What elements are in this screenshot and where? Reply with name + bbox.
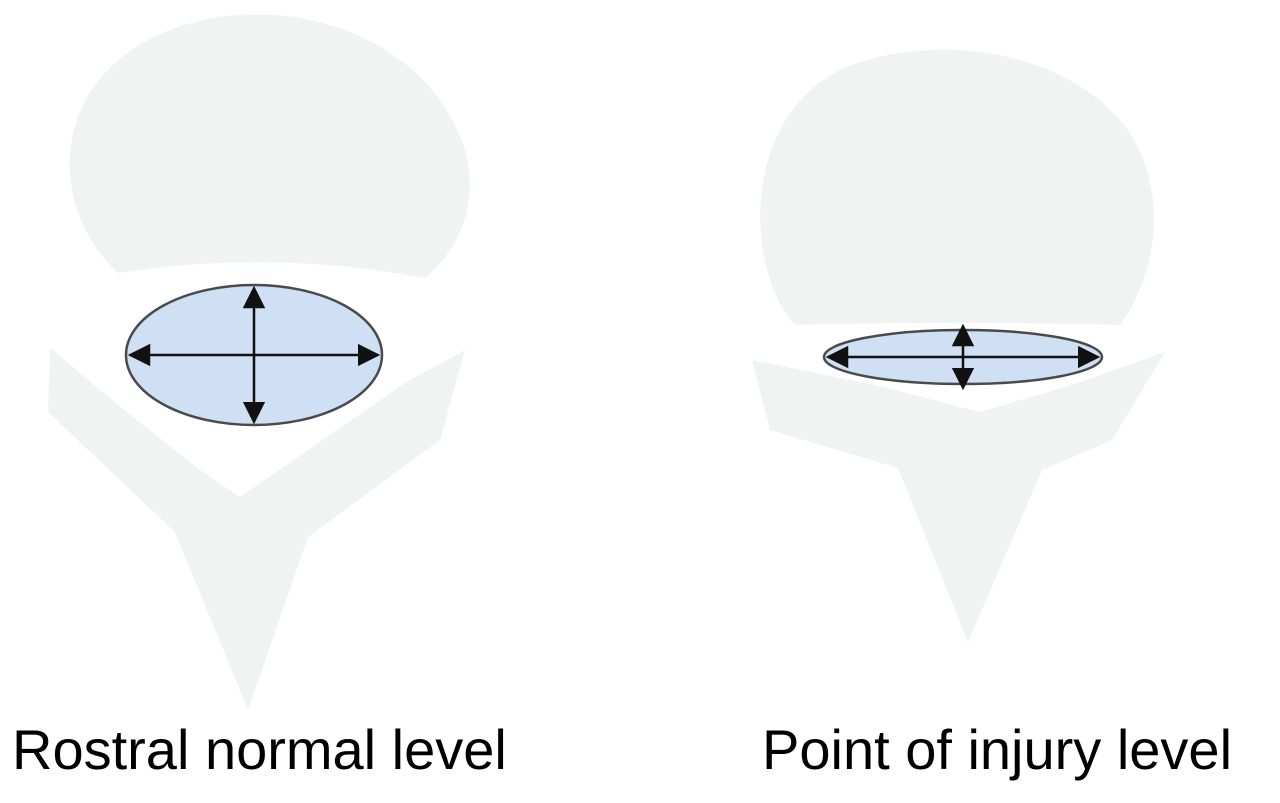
posterior-arch-normal — [48, 348, 465, 710]
vertebral-body-normal — [69, 14, 470, 278]
vertebral-body-injury — [760, 49, 1154, 325]
caption-rostral-normal-level: Rostral normal level — [12, 718, 507, 781]
vertebra-injury — [752, 49, 1165, 642]
vertebra-normal — [48, 14, 470, 710]
posterior-arch-injury — [752, 352, 1165, 642]
caption-point-of-injury-level: Point of injury level — [762, 718, 1233, 781]
